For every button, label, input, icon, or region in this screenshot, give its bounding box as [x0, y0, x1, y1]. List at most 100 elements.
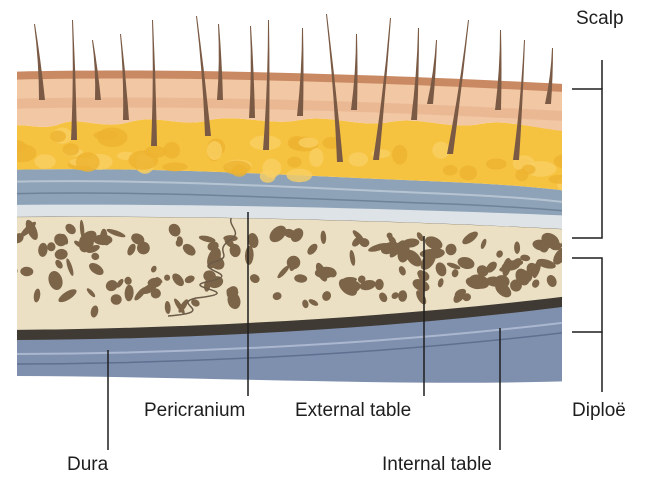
- trabecular-space: [65, 223, 76, 235]
- trabecular-space: [127, 243, 136, 256]
- hair-strand: [196, 16, 211, 136]
- trabecular-space: [419, 288, 425, 302]
- trabecular-space: [124, 276, 132, 285]
- trabecular-space: [249, 274, 260, 284]
- fat-lobule: [432, 141, 450, 159]
- scalp-label: Scalp: [576, 8, 624, 29]
- trabecular-space: [308, 299, 319, 306]
- trabecular-space: [476, 265, 489, 277]
- trabecular-space: [391, 292, 399, 299]
- trabecular-space: [283, 228, 296, 238]
- trabecular-space: [286, 255, 301, 270]
- fat-lobule: [93, 130, 118, 140]
- pericranium-label: Pericranium: [144, 400, 245, 421]
- trabecular-space: [66, 258, 74, 276]
- hair-strand: [447, 20, 469, 154]
- dura-label: Dura: [67, 454, 109, 475]
- trabecular-space: [486, 261, 497, 273]
- trabecular-space: [147, 277, 162, 288]
- trabecular-space: [224, 238, 235, 248]
- trabecular-space: [38, 242, 48, 257]
- trabecular-space: [510, 279, 522, 292]
- fat-lobule: [298, 137, 319, 148]
- trabecular-space: [105, 280, 118, 292]
- trabecular-space: [307, 243, 318, 255]
- trabecular-space: [90, 305, 99, 318]
- fat-lobule: [459, 165, 478, 181]
- trabecular-space: [546, 275, 557, 287]
- trabecular-space: [368, 243, 389, 252]
- trabecular-space: [207, 241, 219, 251]
- scalp-hairs: [34, 14, 553, 162]
- trabecular-space: [302, 299, 309, 309]
- trabecular-space: [47, 242, 56, 252]
- trabecular-space: [457, 256, 475, 270]
- hair-strand: [92, 40, 101, 100]
- fat-lobule: [75, 152, 100, 172]
- trabecular-space: [86, 288, 96, 298]
- trabecular-space: [349, 249, 356, 266]
- trabecular-space: [398, 290, 408, 302]
- hair-strand: [427, 40, 437, 104]
- trabecular-space: [110, 294, 122, 305]
- hair-strand: [513, 40, 525, 160]
- dura-stripe: [17, 321, 562, 355]
- fat-lobule: [163, 141, 181, 159]
- trabecular-space: [379, 292, 388, 303]
- trabecular-space: [514, 241, 521, 254]
- trabecular-space: [532, 239, 550, 251]
- diploe-label: Diploë: [572, 400, 626, 421]
- diploe-trabeculae: [17, 219, 582, 318]
- dermis-band: [17, 97, 562, 121]
- trabecular-space: [574, 234, 582, 245]
- fat-lobule: [553, 154, 562, 169]
- fat-lobule: [442, 165, 458, 176]
- fat-lobule: [577, 167, 592, 183]
- hair-strand: [373, 18, 391, 160]
- trabecular-space: [550, 244, 562, 251]
- fat-lobule: [309, 148, 324, 167]
- hair-strand: [263, 20, 270, 150]
- fat-lobule: [548, 174, 562, 184]
- trabecular-space: [462, 231, 478, 245]
- scalp-bracket: [572, 60, 603, 239]
- hair-strand: [351, 34, 358, 110]
- trabecular-space: [48, 271, 63, 290]
- fat-lobule: [128, 150, 159, 170]
- internal-table-band: [17, 295, 562, 340]
- trabecular-space: [374, 278, 384, 291]
- fat-lobule: [262, 158, 282, 178]
- trabecular-space: [416, 232, 424, 242]
- hair-strand: [495, 30, 502, 110]
- trabecular-space: [25, 219, 38, 240]
- trabecular-space: [322, 291, 332, 301]
- trabecular-space: [277, 265, 290, 279]
- trabecular-space: [294, 274, 308, 283]
- trabecular-space: [499, 265, 514, 272]
- hair-strand: [545, 48, 553, 104]
- fat-lobule: [392, 144, 408, 165]
- trabecular-space: [397, 243, 410, 263]
- trabecular-space: [89, 263, 104, 275]
- trabecular-space: [532, 259, 542, 279]
- trabecular-space: [172, 273, 184, 287]
- trabecular-space: [191, 299, 200, 307]
- trabecular-space: [106, 228, 126, 238]
- trabecular-space: [60, 233, 69, 245]
- trabecular-space: [424, 236, 443, 250]
- trabecular-space: [320, 230, 327, 244]
- trabecular-space: [124, 284, 134, 302]
- dura-stripe-2: [17, 332, 562, 365]
- trabecular-space: [357, 275, 366, 284]
- fat-lobule: [206, 141, 223, 161]
- hair-strand: [297, 28, 304, 116]
- trabecular-space: [359, 279, 376, 291]
- hair-strand: [34, 24, 45, 100]
- trabecular-space: [182, 243, 196, 256]
- trabecular-space: [244, 245, 254, 265]
- trabecular-space: [184, 275, 195, 284]
- internal-table-label: Internal table: [382, 454, 492, 475]
- trabecular-space: [553, 249, 562, 265]
- fat-lobule: [62, 143, 79, 156]
- trabecular-space: [435, 262, 447, 277]
